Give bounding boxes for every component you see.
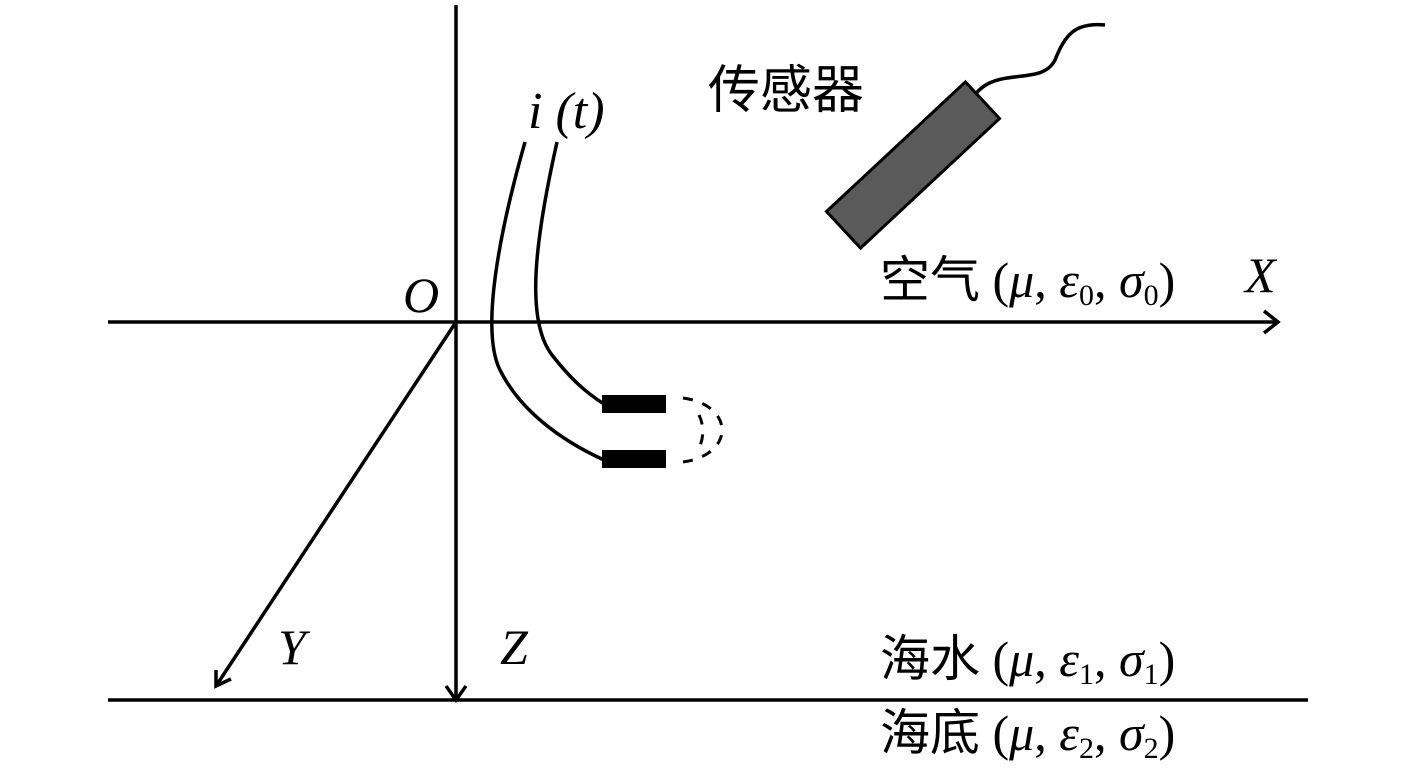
electrode-lower xyxy=(602,450,666,468)
seabed-layer-label: 海底 (μ, ε2, σ2) xyxy=(880,704,1175,765)
cable-wire-inner xyxy=(533,141,605,406)
sensor-label: 传感器 xyxy=(708,61,864,121)
air-layer-label: 空气 (μ, ε0, σ0) xyxy=(880,251,1175,312)
sensor-body xyxy=(824,79,1002,251)
x-axis-label: X xyxy=(1243,247,1278,303)
electrode-upper xyxy=(602,395,666,413)
origin-label: O xyxy=(403,267,439,323)
field-line-outer xyxy=(682,396,724,464)
field-line-inner xyxy=(697,414,705,449)
seawater-layer-label: 海水 (μ, ε1, σ1) xyxy=(880,630,1175,691)
current-label: i (t) xyxy=(528,83,605,140)
z-axis-label: Z xyxy=(500,619,529,675)
y-axis-line xyxy=(214,321,458,687)
y-axis-arrowhead xyxy=(214,670,232,689)
sensor-cable xyxy=(966,22,1106,109)
cable-wire-outer xyxy=(490,141,605,462)
x-axis-arrowhead xyxy=(1262,309,1281,335)
y-axis-label: Y xyxy=(278,619,311,675)
